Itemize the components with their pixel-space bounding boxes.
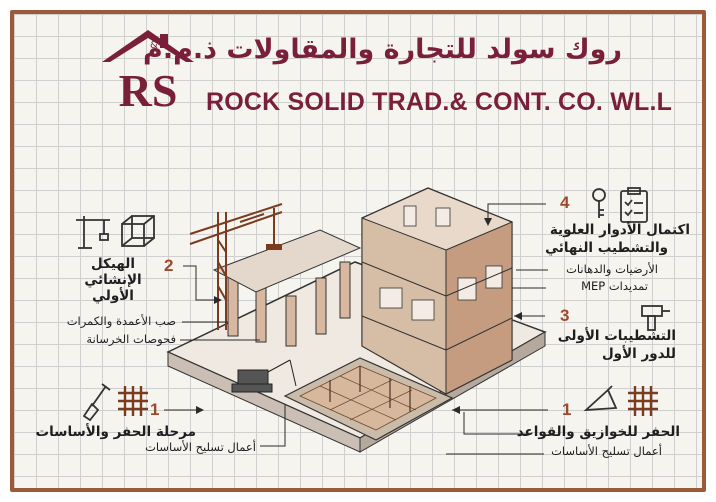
stage-number: 1	[562, 400, 572, 419]
rebar-grid-icon	[628, 386, 658, 416]
cube-frame-icon	[121, 215, 155, 247]
company-name-english: ROCK SOLID TRAD.& CONT. CO. WL.L	[206, 88, 673, 116]
stage-number: 2	[164, 256, 174, 275]
stage-title: الهيكل الإنشائي الأولي	[84, 256, 142, 304]
stage-number: 4	[560, 193, 570, 212]
stage-title: الحفر للخوازيق والقواعد	[516, 424, 680, 440]
company-logo: & RS	[102, 30, 194, 114]
key-icon	[592, 188, 606, 218]
stage-title: اكتمال الأدوار العلوية	[549, 222, 690, 238]
stage-item: فحوصات الخرسانة	[86, 332, 176, 346]
crane-icon	[76, 216, 110, 249]
clipboard-icon	[620, 187, 648, 223]
stage-item: تمديدات MEP	[581, 279, 648, 293]
stage-item: الأرضيات والدهانات	[566, 262, 658, 276]
trowel-icon	[583, 385, 618, 412]
stage-title: للدور الأول	[601, 346, 676, 362]
stage-title: التشطيبات الأولى	[557, 328, 676, 344]
stage-number: 1	[150, 400, 160, 419]
stage-item: أعمال تسليح الأساسات	[551, 444, 662, 458]
shovel-icon	[82, 383, 111, 422]
stage-item: صب الأعمدة والكمرات	[66, 314, 176, 328]
stage-title: مرحلة الحفر والأساسات	[35, 424, 196, 440]
rebar-grid-icon	[118, 386, 148, 416]
company-name-arabic: روك سولد للتجارة والمقاولات ذ.م.م	[143, 34, 622, 65]
stage-item: أعمال تسليح الأساسات	[145, 440, 256, 454]
drill-icon	[641, 305, 670, 331]
stage-title: والتشطيب النهائي	[545, 240, 668, 256]
stage-number: 3	[560, 306, 570, 325]
svg-text:&: &	[150, 40, 158, 51]
logo-text: RS	[119, 65, 178, 114]
